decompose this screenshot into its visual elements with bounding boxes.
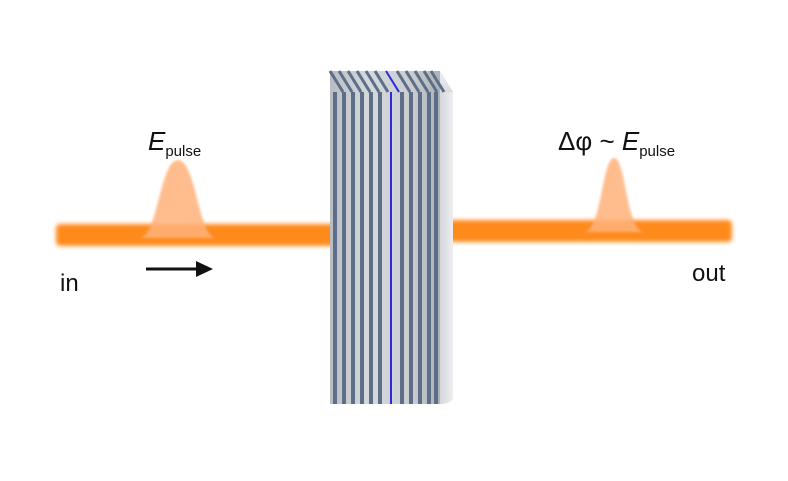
phase-shift-label: Δφ ~ Epulse xyxy=(558,126,675,159)
output-label: out xyxy=(692,260,726,287)
layer-stripe-top xyxy=(413,70,430,93)
pulse-symbol: E xyxy=(148,126,166,156)
layer-stripe-top xyxy=(364,70,381,93)
layer-stripe-top xyxy=(373,70,390,93)
input-label: in xyxy=(60,270,79,297)
output-pulse-symbol: E xyxy=(621,126,640,156)
right-arrow-icon xyxy=(146,261,213,277)
phase-shift-symbol: Δφ ~ xyxy=(558,126,622,156)
layer-stripe-top xyxy=(422,70,439,93)
input-pulse xyxy=(140,160,216,238)
layer-stripe-top xyxy=(337,70,354,93)
layer-stripe-top xyxy=(328,70,345,93)
defect-layer-top xyxy=(385,70,400,93)
layer-stripe-top xyxy=(355,70,372,93)
layer-stripes xyxy=(328,70,446,404)
layer-stripe-top xyxy=(395,70,412,93)
input-pulse-label: Epulse xyxy=(148,126,201,159)
block-front-face xyxy=(330,71,440,404)
pulse-subscript: pulse xyxy=(165,143,202,160)
layer-stripe-top xyxy=(346,70,363,93)
layer-stripe-top xyxy=(429,70,446,93)
output-pulse xyxy=(584,158,644,232)
output-pulse-subscript: pulse xyxy=(639,143,676,160)
block-side-face xyxy=(440,71,453,404)
multilayer-block xyxy=(328,70,453,404)
layer-stripe-top xyxy=(404,70,421,93)
